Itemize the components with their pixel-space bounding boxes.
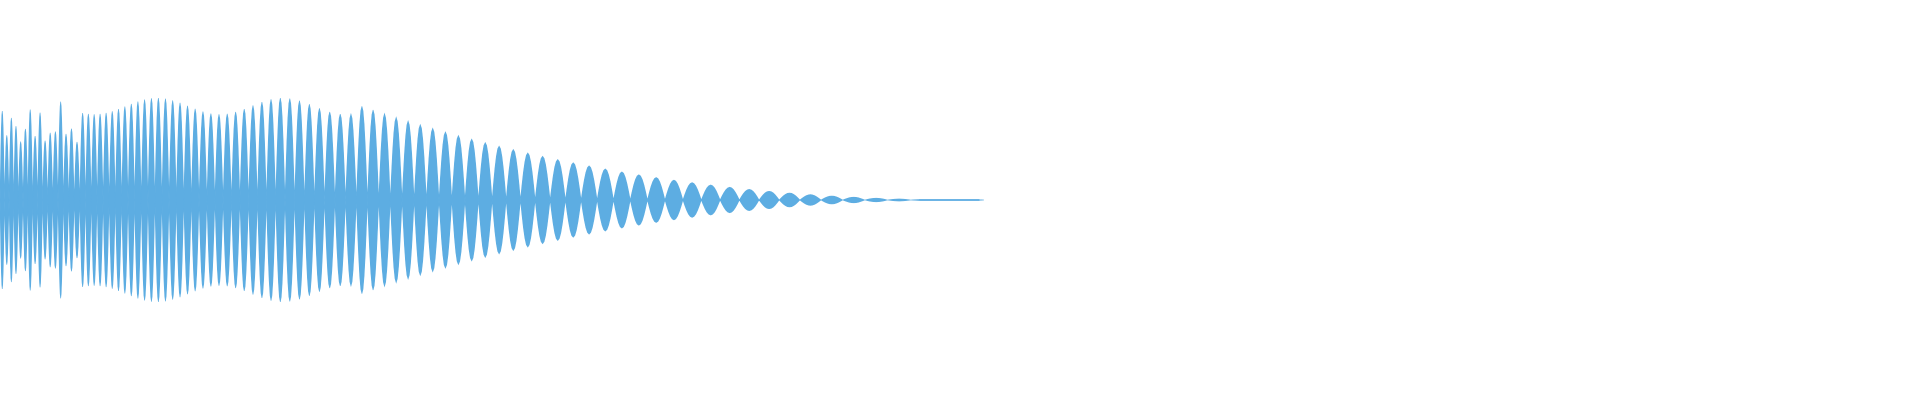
- waveform-path: [0, 97, 985, 303]
